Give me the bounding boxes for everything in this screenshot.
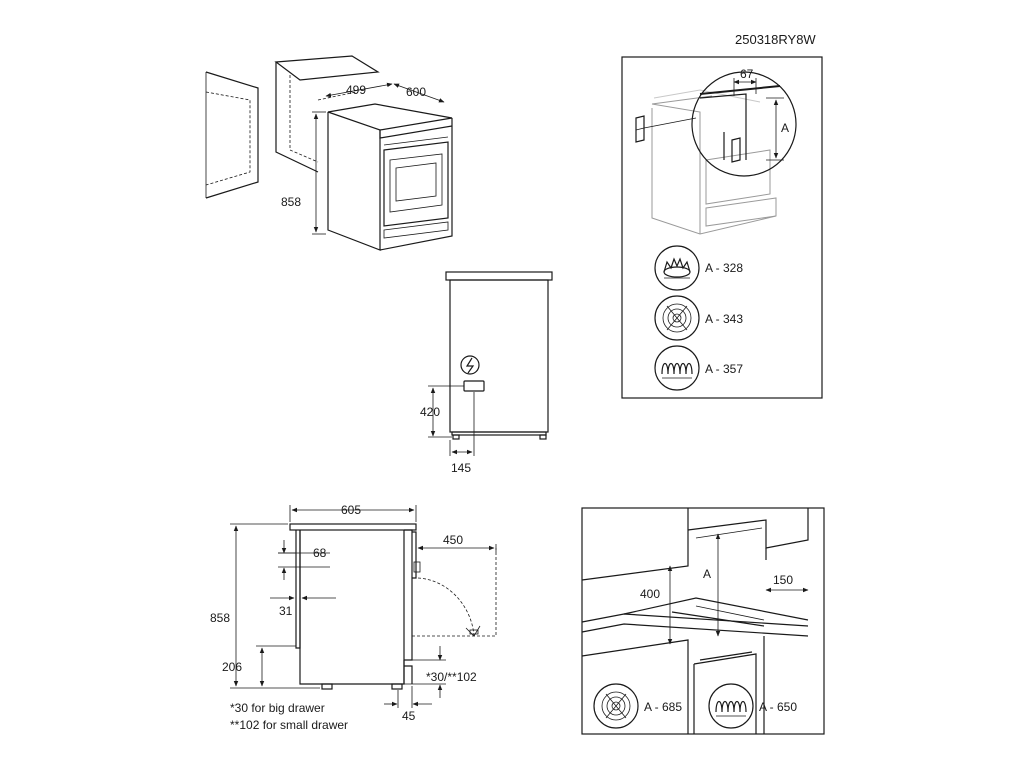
side-note-big-drawer: *30 for big drawer (230, 701, 325, 715)
wall-dim-clearance-label: 150 (773, 573, 793, 587)
wall-dim-height-label: 400 (640, 587, 660, 601)
hob-dim-top-label: 67 (740, 67, 754, 81)
hob-dim-a-label: A (781, 121, 789, 135)
side-dim-back-gap-label: 31 (279, 604, 293, 618)
wall-dim-a-label: A (703, 567, 711, 581)
side-dim-depth-label: 605 (341, 503, 361, 517)
hob-entry-induction: A - 343 (705, 312, 743, 326)
side-view (230, 505, 497, 708)
hob-entry-ceramic: A - 357 (705, 362, 743, 376)
rear-view (428, 271, 553, 456)
side-dim-top-gap-label: 68 (313, 546, 327, 560)
dim-width-label: 600 (406, 85, 426, 99)
dim-depth-label: 499 (346, 83, 366, 97)
installation-3d-view (205, 55, 453, 251)
wall-entry-ceramic: A - 650 (759, 700, 797, 714)
ceramic-radiant-hob-icon (654, 345, 700, 391)
induction-hob-icon (593, 683, 639, 729)
side-dim-door-label: 450 (443, 533, 463, 547)
wall-entry-induction: A - 685 (644, 700, 682, 714)
side-dim-low-height-label: 206 (222, 660, 242, 674)
side-dim-height-label: 858 (210, 611, 230, 625)
side-dim-foot-offset-label: 45 (402, 709, 416, 723)
hob-clearance-inset (621, 56, 823, 399)
reference-code: 250318RY8W (735, 32, 816, 47)
hob-entry-gas: A - 328 (705, 261, 743, 275)
ceramic-radiant-hob-icon (708, 683, 754, 729)
rear-dim-height-label: 420 (420, 405, 440, 419)
induction-hob-icon (654, 295, 700, 341)
rear-dim-offset-label: 145 (451, 461, 471, 475)
wall-clearance-inset (581, 507, 825, 735)
gas-burner-icon (654, 245, 700, 291)
side-note-small-drawer: **102 for small drawer (230, 718, 348, 732)
side-dim-drawer-gap-label: *30/**102 (426, 670, 477, 684)
dim-height-label: 858 (281, 195, 301, 209)
